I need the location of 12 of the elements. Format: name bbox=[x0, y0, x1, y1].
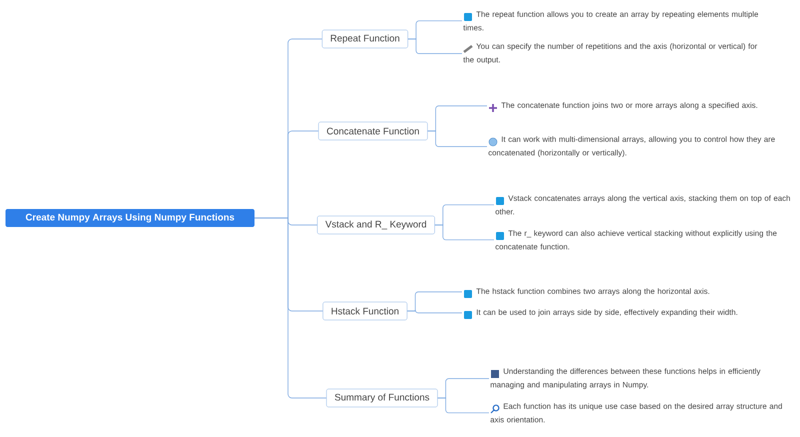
connector-line bbox=[254, 218, 327, 398]
connector-line bbox=[406, 309, 462, 314]
topic-box: Summary of Functions bbox=[326, 388, 438, 408]
topic-box: Repeat Function bbox=[322, 30, 408, 48]
topic-box: Hstack Function bbox=[322, 302, 408, 320]
connector-line bbox=[437, 398, 490, 414]
root-box: Create Numpy Arrays Using Numpy Functions bbox=[6, 209, 254, 227]
connector-line bbox=[408, 38, 462, 54]
topic-box: Vstack and R_ Keyword bbox=[317, 216, 435, 234]
topic-box: Concatenate Function bbox=[318, 122, 428, 140]
connector-line bbox=[434, 224, 494, 240]
connector-line bbox=[427, 130, 488, 147]
